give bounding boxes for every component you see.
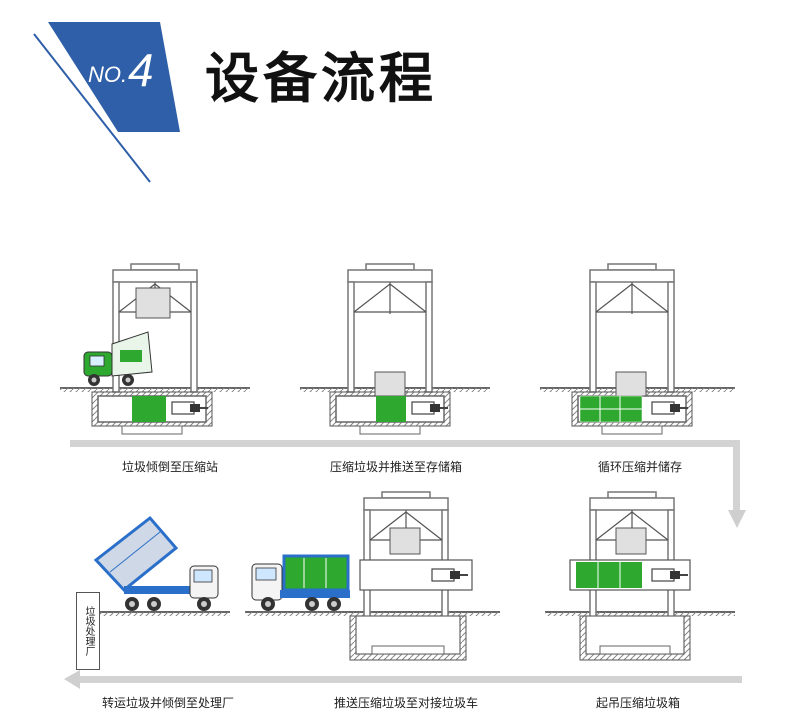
dump-truck [93, 515, 219, 611]
stage-3-illustration [540, 263, 735, 435]
page-title: 设备流程 [205, 47, 437, 110]
caption-step-1: 垃圾倾倒至压缩站 [122, 460, 219, 474]
badge-slash [33, 33, 151, 183]
stage-5-illustration [245, 491, 500, 661]
badge-no: NO. [88, 62, 127, 87]
caption-step-5: 推送压缩垃圾至对接垃圾车 [334, 696, 479, 710]
flow-arrow-bottom [64, 670, 742, 689]
flow-arrow-top [70, 440, 746, 528]
badge-number: 4 [128, 44, 154, 96]
header-badge: NO. 4 [33, 22, 180, 183]
treatment-plant-label: 垃圾处理厂 [76, 592, 100, 670]
stage-1-illustration [60, 263, 250, 435]
caption-step-3: 循环压缩并储存 [598, 460, 683, 474]
small-truck [83, 331, 153, 386]
docking-truck [251, 554, 350, 611]
badge-parallelogram [48, 22, 180, 132]
stage-6-illustration [93, 515, 230, 616]
stage-4-illustration [545, 491, 735, 661]
caption-step-4: 起吊压缩垃圾箱 [596, 696, 681, 710]
caption-step-6: 转运垃圾并倾倒至处理厂 [102, 696, 235, 710]
caption-step-2: 压缩垃圾并推送至存储箱 [330, 460, 463, 474]
stage-2-illustration [300, 263, 490, 435]
